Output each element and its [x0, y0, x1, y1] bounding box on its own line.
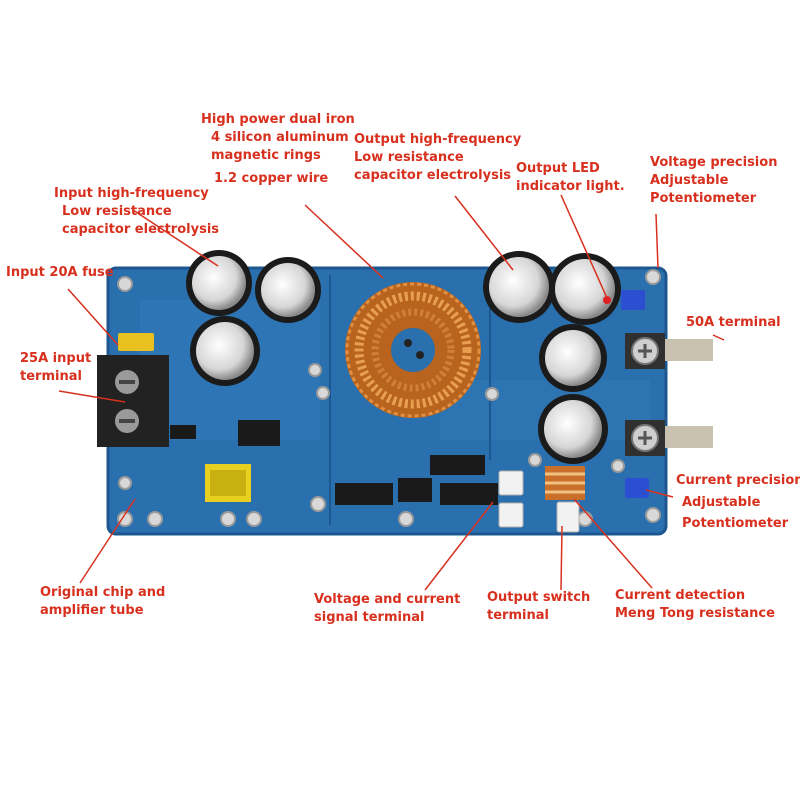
label-input-fuse: Input 20A fuse [6, 264, 114, 282]
label-line: capacitor electrolysis [62, 222, 220, 237]
label-line: amplifier tube [40, 603, 144, 618]
label-line: Output LED [516, 161, 600, 176]
label-line: Adjustable [650, 173, 729, 188]
current-sense-resistors [545, 466, 585, 500]
label-line: 50A terminal [686, 315, 781, 330]
label-line: Output high-frequency [354, 132, 522, 147]
label-line: Original chip and [40, 585, 166, 600]
label-line: Low resistance [62, 204, 172, 219]
input-fuse [118, 333, 154, 351]
label-output-capacitor: Output high-frequency Low resistance cap… [354, 131, 521, 185]
leader-output-terminal [712, 334, 725, 341]
label-voltage-pot: Voltage precision Adjustable Potentiomet… [650, 154, 777, 208]
label-input-terminal: 25A input terminal [20, 350, 91, 386]
label-output-led: Output LED indicator light. [516, 160, 625, 196]
voltage-potentiometer [621, 290, 645, 310]
leader-input-capacitor [132, 209, 219, 267]
label-line: High power dual iron [201, 112, 355, 127]
input-terminal-block [97, 355, 169, 447]
label-line: terminal [20, 369, 82, 384]
label-line: Current detection [615, 588, 746, 603]
label-input-capacitor: Input high-frequency Low resistance capa… [54, 185, 219, 239]
label-line: Potentiometer [650, 191, 757, 206]
label-line: Output switch [487, 590, 591, 605]
signal-ics [335, 455, 498, 505]
leader-input-terminal [58, 390, 126, 403]
label-line: Input high-frequency [54, 186, 209, 201]
mounting-holes [117, 269, 661, 527]
output-capacitors [483, 251, 621, 464]
leader-output-capacitor [454, 195, 514, 271]
label-toroid: High power dual iron 4 silicon aluminum … [201, 111, 355, 188]
output-led [603, 296, 611, 304]
chip-area [170, 420, 280, 502]
label-switch-terminal: Output switch terminal [487, 589, 590, 625]
leader-signal-terminal [424, 501, 494, 591]
label-line: capacitor electrolysis [354, 168, 512, 183]
label-line: terminal [487, 608, 549, 623]
leader-chip [79, 498, 136, 584]
label-line: Adjustable [682, 495, 761, 510]
label-current-resistor: Current detection Meng Tong resistance [615, 587, 775, 623]
label-line: 1.2 copper wire [214, 171, 329, 186]
toroidal-inductor [345, 282, 481, 418]
label-chip: Original chip and amplifier tube [40, 584, 165, 620]
leader-output-led [560, 194, 608, 299]
input-capacitors [186, 250, 321, 386]
label-line: Low resistance [354, 150, 464, 165]
leader-lines [58, 194, 725, 591]
label-line: Potentiometer [682, 516, 789, 531]
label-line: 4 silicon aluminum [211, 130, 349, 145]
label-line: Input 20A fuse [6, 265, 114, 280]
leader-input-fuse [67, 288, 119, 346]
current-potentiometer [625, 478, 649, 498]
leader-toroid [304, 204, 384, 279]
label-output-terminal: 50A terminal [686, 314, 781, 332]
label-line: Meng Tong resistance [615, 606, 775, 621]
label-line: Voltage and current [314, 592, 461, 607]
label-line: Current precision [676, 473, 800, 488]
label-line: signal terminal [314, 610, 425, 625]
label-line: Voltage precision [650, 155, 778, 170]
label-line: 25A input [20, 351, 92, 366]
connectors [498, 470, 580, 533]
label-line: magnetic rings [211, 148, 321, 163]
leader-current-resistor [573, 498, 653, 589]
output-terminals [625, 333, 713, 456]
leader-voltage-pot [655, 213, 659, 269]
label-current-pot: Current precision Adjustable Potentiomet… [676, 472, 800, 533]
label-line: indicator light. [516, 179, 625, 194]
label-signal-terminal: Voltage and current signal terminal [314, 591, 460, 627]
leader-switch-terminal [560, 525, 563, 591]
leader-current-pot [645, 489, 674, 498]
